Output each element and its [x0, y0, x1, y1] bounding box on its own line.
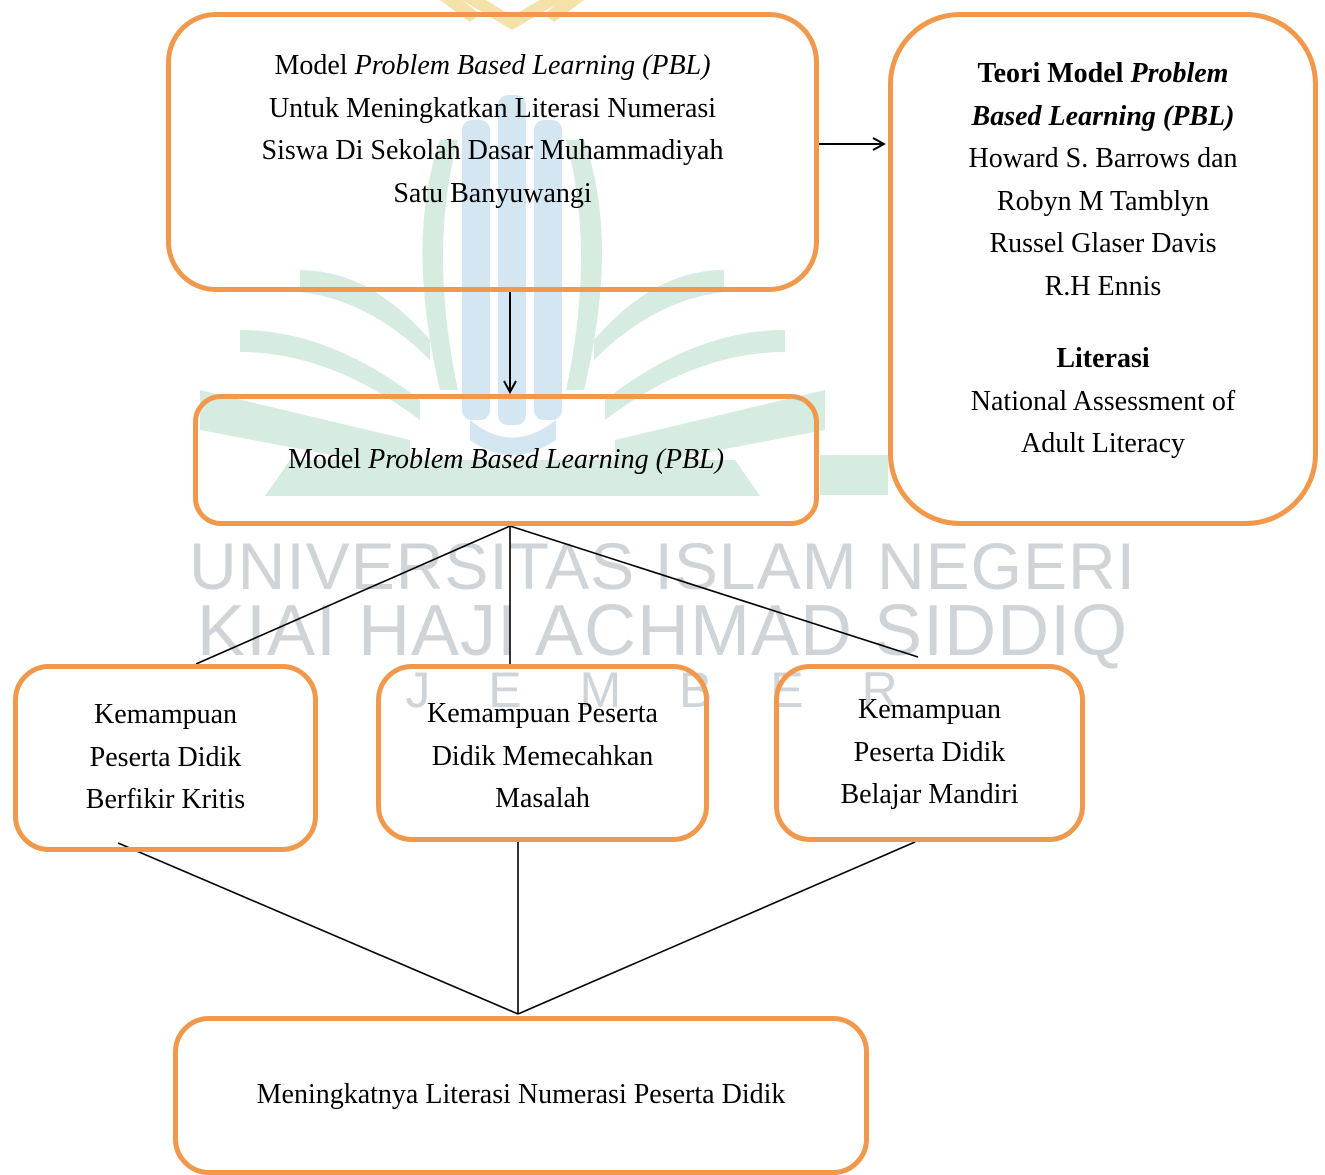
- critical-thinking-box: Kemampuan Peserta Didik Berfikir Kritis: [13, 664, 318, 852]
- theory-heading-prefix: Teori Model: [977, 58, 1131, 89]
- critical-thinking-line-1: Kemampuan: [93, 699, 238, 731]
- problem-solving-line-2: Didik Memecahkan: [431, 740, 654, 772]
- critical-thinking-line-2: Peserta Didik: [89, 741, 242, 773]
- outcome-label: Meningkatnya Literasi Numerasi Peserta D…: [256, 1079, 786, 1111]
- theory-heading-line-2: Based Learning (PBL): [972, 96, 1235, 139]
- watermark-university-line: UNIVERSITAS ISLAM NEGERI: [189, 529, 1136, 603]
- literasi-line-1: National Assessment of: [970, 385, 1236, 417]
- line-pbl-to-kritis: [195, 525, 511, 665]
- independent-learning-line-2: Peserta Didik: [853, 736, 1006, 768]
- critical-thinking-line-3: Berfikir Kritis: [85, 784, 246, 816]
- pbl-model-label: Model Problem Based Learning (PBL): [288, 439, 724, 482]
- independent-learning-line-1: Kemampuan: [857, 694, 1002, 726]
- watermark-name-line: KIAI HAJI ACHMAD SIDDIQ: [196, 591, 1129, 671]
- problem-solving-line-3: Masalah: [495, 783, 590, 815]
- theory-name-1: Howard S. Barrows dan: [968, 143, 1238, 175]
- outcome-box: Meningkatnya Literasi Numerasi Peserta D…: [173, 1016, 869, 1175]
- theory-box: Teori Model Problem Based Learning (PBL)…: [888, 12, 1318, 526]
- research-title-line-3: Siswa Di Sekolah Dasar Muhammadiyah: [261, 135, 724, 167]
- theory-name-2: Robyn M Tamblyn: [996, 185, 1210, 217]
- line-mandiri-to-result: [517, 841, 916, 1015]
- research-title-prefix: Model: [274, 50, 355, 81]
- literasi-line-2: Adult Literacy: [1020, 428, 1186, 460]
- theory-name-3: Russel Glaser Davis: [989, 228, 1217, 260]
- research-title-box: Model Problem Based Learning (PBL) Untuk…: [166, 12, 819, 292]
- watermark-logo-leaves: [200, 140, 888, 496]
- line-kritis-to-result: [117, 842, 519, 1015]
- watermark-city-line: J E M B E R: [405, 662, 920, 718]
- problem-solving-line-1: Kemampuan Peserta: [427, 698, 658, 729]
- line-pbl-to-mandiri: [509, 525, 919, 658]
- watermark-logo-pillars: [462, 95, 562, 455]
- research-title-italic: Problem Based Learning (PBL): [354, 50, 711, 81]
- pbl-model-prefix: Model: [287, 443, 369, 475]
- independent-learning-line-3: Belajar Mandiri: [840, 779, 1019, 811]
- pbl-model-box: Model Problem Based Learning (PBL): [193, 394, 819, 526]
- theory-heading-italic-1: Problem: [1130, 58, 1229, 89]
- research-title-line-2: Untuk Meningkatkan Literasi Numerasi: [268, 92, 717, 124]
- pbl-model-italic: Problem Based Learning (PBL): [368, 443, 725, 475]
- independent-learning-box: Kemampuan Peserta Didik Belajar Mandiri: [774, 664, 1085, 842]
- problem-solving-box: Kemampuan Peserta Didik Memecahkan Masal…: [376, 664, 709, 842]
- research-title-line-1: Model Problem Based Learning (PBL): [274, 45, 710, 88]
- literasi-heading: Literasi: [1056, 343, 1150, 375]
- theory-heading-italic-2: Based Learning (PBL): [971, 100, 1235, 132]
- research-title-line-4: Satu Banyuwangi: [393, 177, 592, 209]
- theory-name-4: R.H Ennis: [1044, 270, 1162, 302]
- theory-heading-line-1: Teori Model Problem: [978, 53, 1229, 96]
